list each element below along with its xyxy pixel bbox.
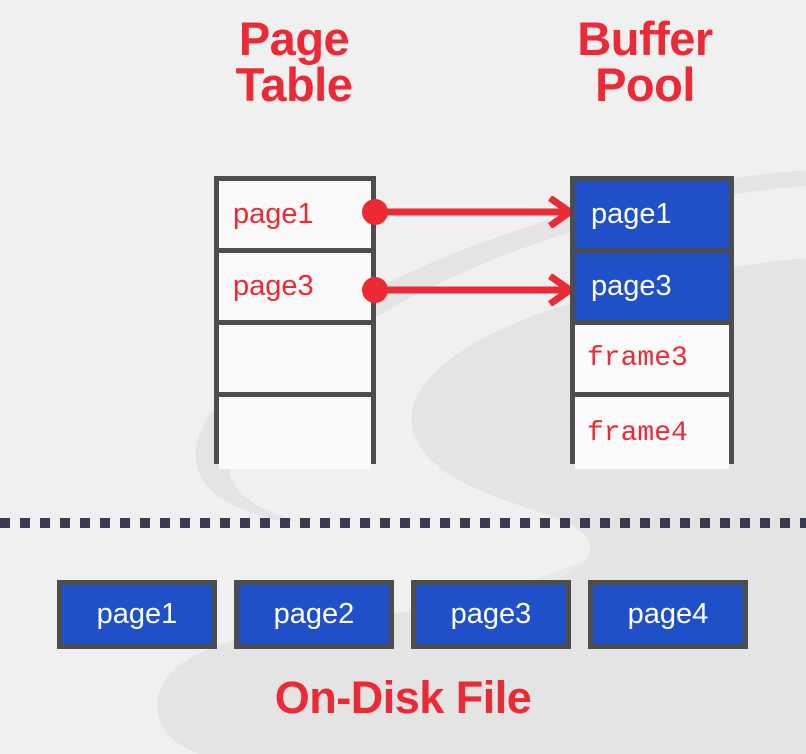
page-table-row-label: page3 <box>233 270 314 302</box>
page-table-heading: Page Table <box>194 15 394 111</box>
disk-page-box[interactable]: page1 <box>57 580 217 649</box>
on-disk-file-caption: On-Disk File <box>274 672 532 723</box>
disk-page-box[interactable]: page3 <box>411 580 571 649</box>
page-table-row-label: page1 <box>233 198 314 230</box>
buffer-pool-heading: Buffer Pool <box>545 15 745 111</box>
buffer-pool-frame[interactable]: page3 <box>575 253 729 325</box>
pointer-arrow-icon <box>372 196 577 228</box>
page-table-heading-line1: Page <box>238 12 350 65</box>
buffer-pool-frame-label: frame4 <box>587 417 688 449</box>
disk-page-label: page1 <box>96 598 178 630</box>
memory-disk-separator <box>0 518 806 528</box>
buffer-pool-heading-line2: Pool <box>595 57 695 111</box>
buffer-pool-frame[interactable]: frame4 <box>575 397 729 469</box>
buffer-pool-frame[interactable]: page1 <box>575 181 729 253</box>
page-table-row[interactable] <box>219 397 371 469</box>
pointer-arrow-icon <box>372 274 577 306</box>
buffer-pool-frame-label: frame3 <box>587 343 688 374</box>
disk-page-box[interactable]: page2 <box>234 580 394 649</box>
page-table-row[interactable] <box>219 325 371 397</box>
page-table: page1 page3 <box>214 176 376 469</box>
buffer-pool: page1 page3 frame3 frame4 <box>570 176 734 469</box>
disk-page-label: page2 <box>273 598 355 630</box>
buffer-pool-frame[interactable]: frame3 <box>575 325 729 397</box>
buffer-pool-frame-label: page3 <box>591 270 672 302</box>
page-table-heading-line2: Table <box>235 57 353 111</box>
page-table-row[interactable]: page3 <box>219 253 371 325</box>
disk-page-box[interactable]: page4 <box>588 580 748 649</box>
page-table-row[interactable]: page1 <box>219 181 371 253</box>
buffer-pool-frame-label: page1 <box>591 198 672 230</box>
disk-page-label: page3 <box>450 598 532 630</box>
disk-page-label: page4 <box>627 598 709 630</box>
buffer-pool-heading-line1: Buffer <box>577 12 713 65</box>
